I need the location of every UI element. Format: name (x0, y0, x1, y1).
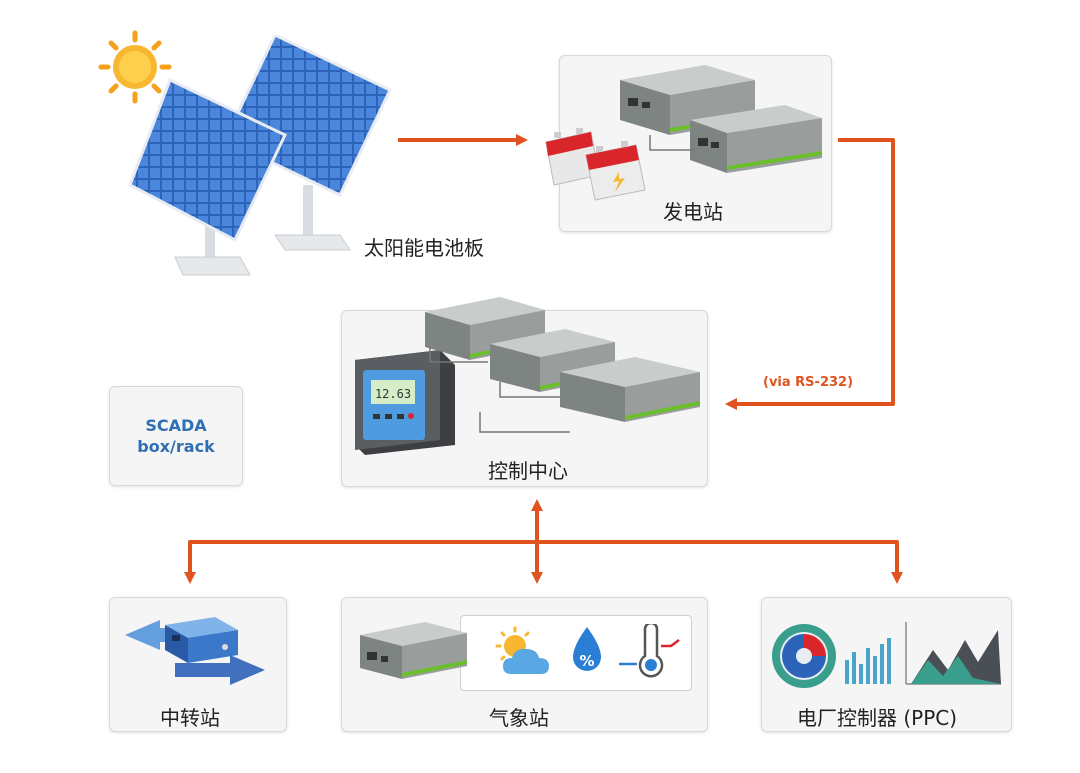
scada-box: SCADA box/rack (109, 386, 243, 486)
converter-icon (125, 617, 265, 685)
svg-text:%: % (579, 652, 594, 670)
rs232-note: (via RS-232) (763, 375, 854, 390)
scada-line1: SCADA (145, 416, 207, 435)
pie-chart-icon (772, 624, 836, 688)
ppc-label: 电厂控制器 (PPC) (797, 706, 958, 730)
control-center-label: 控制中心 (488, 459, 568, 483)
scada-line2: box/rack (137, 437, 215, 456)
sun-icon (98, 30, 172, 104)
thermometer-icon (619, 624, 680, 678)
arrow-branch-left (184, 540, 537, 584)
charge-controller-icon: 12.63 (355, 350, 455, 455)
embedded-pc-icon (620, 65, 822, 173)
embedded-pc-icon (425, 297, 700, 433)
area-chart-icon (905, 622, 1001, 685)
power-station-label: 发电站 (663, 200, 723, 224)
battery-icon (545, 128, 646, 201)
arrow-branch-right (537, 540, 903, 584)
humidity-icon: % (573, 627, 601, 671)
weather-icon (495, 626, 549, 674)
embedded-pc-icon (360, 622, 467, 679)
svg-text:12.63: 12.63 (375, 387, 411, 401)
relay-station-label: 中转站 (160, 706, 220, 730)
weather-station-label: 气象站 (489, 706, 549, 730)
arrow-power-to-control (725, 138, 895, 410)
bar-chart-icon (845, 638, 891, 684)
solar-panel-icon (128, 35, 392, 276)
solar-panel-label: 太阳能电池板 (364, 236, 484, 260)
